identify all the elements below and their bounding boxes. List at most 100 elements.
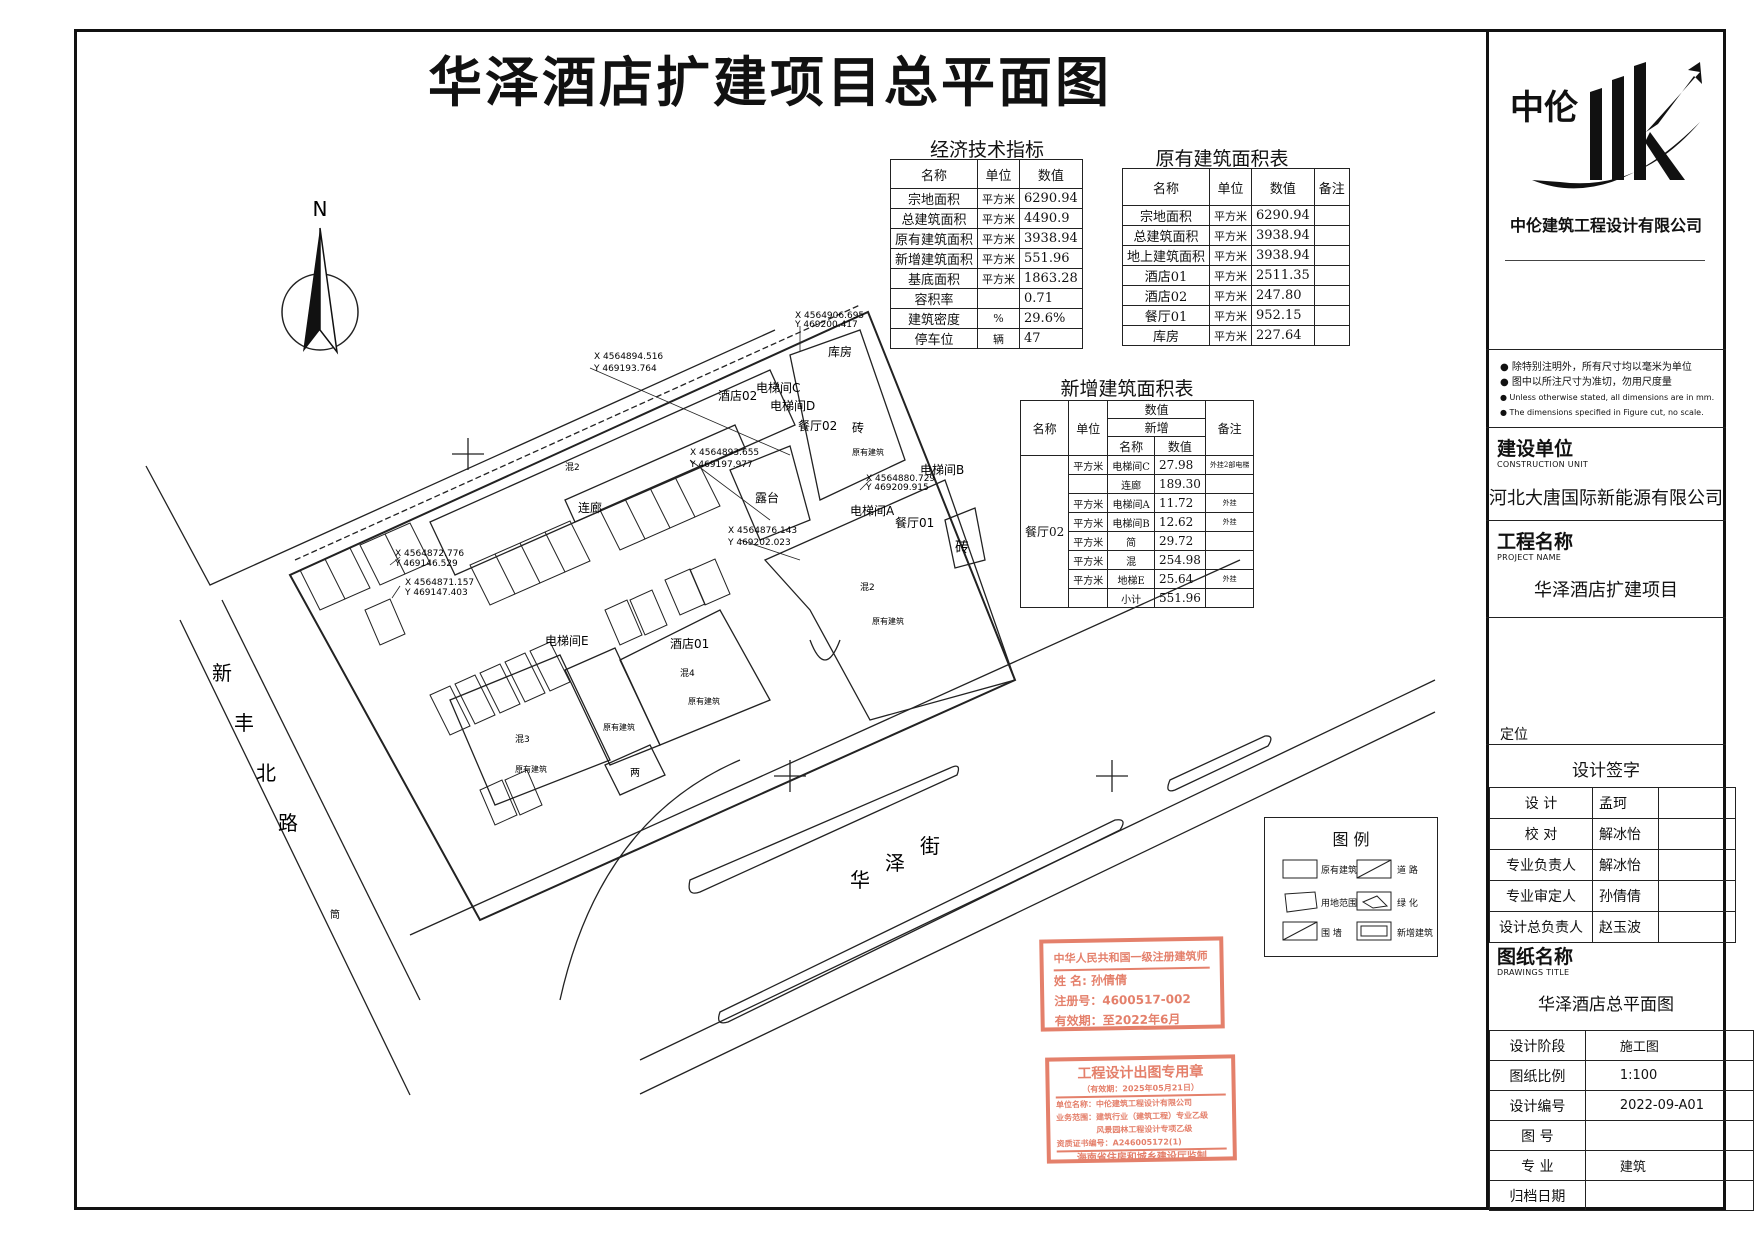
orig-cell-unit: 平方米 (1209, 265, 1253, 286)
road-labels: 新 丰 北 路 华 泽 街 (212, 661, 940, 892)
new-cell-note (1204, 550, 1255, 570)
label-gate: 两 (630, 768, 640, 779)
coord-2y: Y 469200.417 (794, 320, 858, 330)
econ-cell-name: 基底面积 (889, 268, 979, 289)
label-existing-1: 原有建筑 (872, 616, 904, 626)
road-edge-north (145, 329, 776, 586)
legend-new-inner (1360, 925, 1388, 937)
signature-slot (1658, 849, 1736, 881)
new-cell-value: 11.72 (1153, 493, 1206, 513)
coord-6y: Y 469146.529 (394, 559, 458, 569)
econ-cell-name: 停车位 (889, 328, 979, 349)
econ-cell-value: 0.71 (1019, 288, 1083, 309)
seal-a-name: 姓 名: 孙倩倩 (1053, 973, 1128, 989)
signature-table: 设 计孟珂校 对解冰怡专业负责人解冰怡专业审定人孙倩倩设计总负责人赵玉波 (1489, 787, 1736, 943)
econ-cell-value: 4490.9 (1019, 208, 1083, 229)
meta-row: 专 业建筑 (1489, 1150, 1754, 1181)
econ-cell-unit: % (977, 308, 1021, 329)
econ-h-value: 数值 (1019, 159, 1083, 189)
new-cell-value: 254.98 (1153, 550, 1206, 570)
new-cell-unit: 平方米 (1068, 531, 1109, 551)
econ-cell-name: 原有建筑面积 (889, 228, 979, 249)
econ-cell-name: 总建筑面积 (889, 208, 979, 229)
signer-role: 专业负责人 (1489, 849, 1593, 881)
coord-4x: X 4564880.729 (866, 474, 935, 484)
terrace-outline (729, 445, 811, 541)
new-h-name: 名称 (1019, 400, 1070, 456)
seal-b-footer: 海南省住房和城乡建设厅监制 (1076, 1150, 1207, 1165)
econ-cell-value: 551.96 (1019, 248, 1083, 269)
new-cell-value: 27.98 (1153, 455, 1206, 475)
signer-row: 校 对解冰怡 (1489, 818, 1736, 850)
median-strip-2 (717, 819, 1124, 1024)
econ-cell-unit: 平方米 (977, 228, 1021, 249)
road-west-char-3: 北 (256, 761, 276, 785)
label-elevB: 电梯间B (920, 463, 964, 477)
signer-row: 设计总负责人赵玉波 (1489, 911, 1736, 943)
road-edge-west (221, 599, 421, 1001)
econ-cell-name: 容积率 (889, 288, 979, 309)
label-elevE: 电梯间E (545, 634, 589, 648)
new-cell-note: 外挂 (1204, 493, 1255, 513)
sign-title: 设计签字 (1572, 761, 1640, 781)
signer-row: 专业审定人孙倩倩 (1489, 880, 1736, 912)
note-2: 图中以所注尺寸为准切，勿用尺度量 (1500, 375, 1722, 390)
architect-seal: 中华人民共和国一级注册建筑师 姓 名: 孙倩倩 注册号：4600517-002 … (1039, 936, 1225, 1032)
legend-item-green: 绿 化 (1397, 897, 1418, 909)
tb-divider-5 (1486, 744, 1726, 745)
company-logo-text: 中伦 (1510, 88, 1578, 128)
mix3-outline (449, 654, 611, 806)
meta-label: 专 业 (1489, 1150, 1586, 1181)
new-cell-unit: 平方米 (1068, 512, 1109, 532)
orig-cell-note (1313, 205, 1350, 226)
new-cell-note: 外挂2部电梯 (1204, 455, 1255, 475)
econ-caption: 经济技术指标 (929, 139, 1044, 161)
econ-row: 容积率 0.71 (889, 288, 1083, 309)
signer-role: 设计总负责人 (1489, 911, 1593, 943)
signer-role: 校 对 (1489, 818, 1593, 850)
econ-cell-name: 新增建筑面积 (889, 248, 979, 269)
econ-row: 建筑密度%29.6% (889, 308, 1083, 329)
signature-slot (1658, 911, 1736, 943)
meta-row: 图 号 (1489, 1120, 1754, 1151)
signature-slot (1658, 787, 1736, 819)
econ-cell-unit: 平方米 (977, 268, 1021, 289)
orig-cell-note (1313, 285, 1350, 306)
coord-3x: X 4564893.655 (690, 448, 759, 458)
coord-1x: X 4564894.516 (594, 352, 663, 362)
new-cell-note (1204, 531, 1255, 551)
orig-cell-name: 宗地面积 (1121, 205, 1211, 226)
orig-cell-value: 3938.94 (1251, 245, 1315, 266)
rest01-curve (809, 639, 841, 661)
legend-green-symbol (1356, 891, 1392, 911)
legend-new-symbol (1356, 921, 1392, 941)
econ-cell-value: 29.6% (1019, 308, 1083, 329)
label-rest02: 餐厅02 (798, 418, 837, 433)
econ-cell-unit: 平方米 (977, 188, 1021, 209)
new-cell-unit: 平方米 (1068, 569, 1109, 589)
orig-h-unit: 单位 (1209, 168, 1253, 206)
label-elevC: 电梯间C (756, 381, 800, 395)
econ-cell-unit: 辆 (977, 328, 1021, 349)
client-name: 河北大唐国际新能源有限公司 (1489, 488, 1723, 509)
label-mix2-b: 混2 (860, 582, 875, 593)
seal-a-line1: 中华人民共和国一级注册建筑师 (1053, 946, 1210, 972)
orig-header-row: 名称 单位 数值 备注 (1121, 168, 1350, 206)
seal-a-valid: 有效期：至2022年6月 (1054, 1012, 1181, 1029)
orig-cell-name: 餐厅01 (1121, 305, 1211, 326)
orig-cell-value: 3938.94 (1251, 225, 1315, 246)
new-cell-name: 电梯间A (1107, 493, 1155, 513)
general-notes: 除特别注明外，所有尺寸均以毫米为单位 图中以所注尺寸为准切，勿用尺度量 Unle… (1500, 360, 1722, 420)
legend-existing-symbol (1282, 859, 1318, 879)
company-logo-icon (1532, 62, 1702, 189)
orig-cell-unit: 平方米 (1209, 245, 1253, 266)
